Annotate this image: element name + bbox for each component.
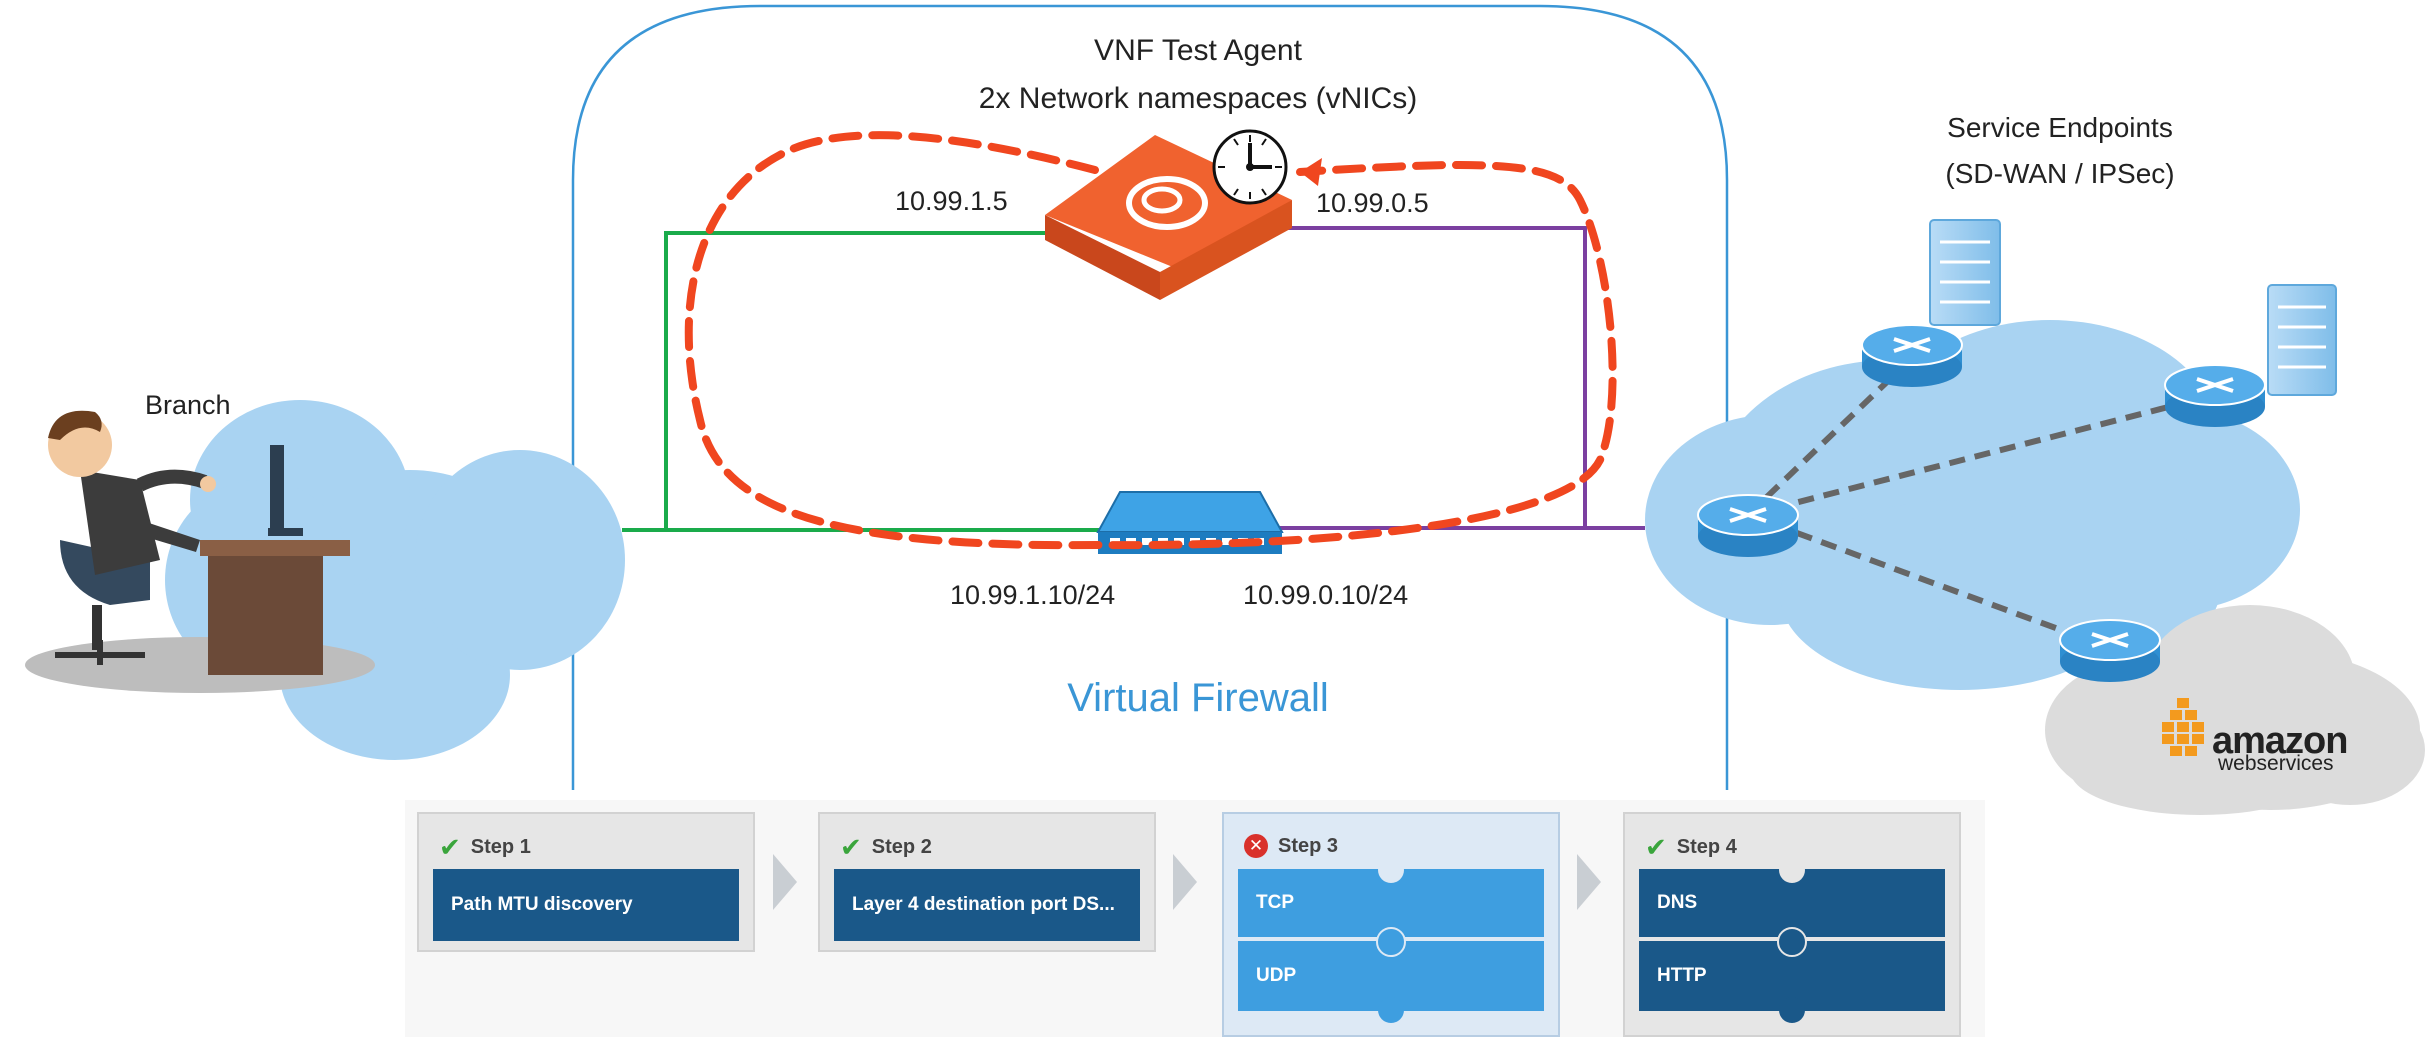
- firewall-left-ip: 10.99.1.10/24: [950, 580, 1116, 610]
- endpoint-links: [1745, 355, 2216, 651]
- step-3-tile-udp[interactable]: UDP: [1238, 927, 1544, 1023]
- service-endpoints-cloud: [1645, 320, 2300, 690]
- server-icon: [2267, 284, 2337, 396]
- step-3-label: Step 3: [1278, 834, 1339, 857]
- branch-label: Branch: [145, 390, 231, 420]
- loop-arrowhead-icon: [1300, 158, 1322, 186]
- step-4-tile-http[interactable]: HTTP: [1639, 927, 1945, 1023]
- router-icon: [2059, 619, 2161, 682]
- test-agent-appliance-icon: [1045, 135, 1292, 300]
- router-icon: [1697, 494, 1799, 557]
- aws-logo-icon: [2162, 698, 2204, 756]
- virtual-firewall-boundary: [571, 4, 1729, 790]
- step-3-card[interactable]: ✕ Step 3 TCP UDP: [1222, 812, 1560, 1037]
- step-3-tile-tcp[interactable]: TCP: [1238, 857, 1544, 937]
- check-icon: ✔: [840, 832, 862, 862]
- aws-cloud: [2045, 605, 2425, 815]
- agent-subtitle: 2x Network namespaces (vNICs): [978, 82, 1418, 115]
- virtual-firewall-label: Virtual Firewall: [1067, 676, 1329, 720]
- firewall-right-ip: 10.99.0.10/24: [1243, 580, 1409, 610]
- steps-panel: ✔ Step 1 Path MTU discovery ✔ Step 2 Lay…: [405, 800, 1985, 1037]
- check-icon: ✔: [439, 832, 461, 862]
- router-icon: [1861, 324, 1963, 387]
- chevron-right-icon: [773, 854, 797, 910]
- step-2-card[interactable]: ✔ Step 2 Layer 4 destination port DS...: [818, 812, 1156, 952]
- router-icon: [2164, 364, 2266, 427]
- purple-network-link: [1270, 226, 1645, 530]
- agent-left-ip: 10.99.1.5: [895, 186, 1008, 216]
- step-1-card[interactable]: ✔ Step 1 Path MTU discovery: [417, 812, 755, 952]
- branch-user-illustration: [25, 410, 375, 693]
- agent-title: VNF Test Agent: [1094, 34, 1302, 67]
- step-2-label: Step 2: [871, 835, 932, 858]
- server-icon: [1929, 219, 2001, 326]
- check-icon: ✔: [1645, 832, 1667, 862]
- step-1-label: Step 1: [470, 835, 531, 858]
- chevron-right-icon: [1577, 854, 1601, 910]
- endpoints-title: Service Endpoints: [1947, 112, 2173, 143]
- step-2-tile-l4-port[interactable]: Layer 4 destination port DS...: [834, 869, 1140, 941]
- step-1-tile-path-mtu[interactable]: Path MTU discovery: [433, 869, 739, 941]
- error-icon: ✕: [1244, 834, 1268, 858]
- test-traffic-loop: [684, 131, 1617, 550]
- step-4-label: Step 4: [1676, 835, 1737, 858]
- clock-icon: [1212, 129, 1288, 205]
- agent-right-ip: 10.99.0.5: [1316, 188, 1429, 218]
- step-4-card[interactable]: ✔ Step 4 DNS HTTP: [1623, 812, 1961, 1037]
- endpoints-subtitle: (SD-WAN / IPSec): [1945, 158, 2175, 189]
- aws-brand-text: amazon: [2212, 720, 2348, 762]
- aws-sub-text: webservices: [2218, 752, 2334, 775]
- step-4-tile-dns[interactable]: DNS: [1639, 857, 1945, 937]
- chevron-right-icon: [1173, 854, 1197, 910]
